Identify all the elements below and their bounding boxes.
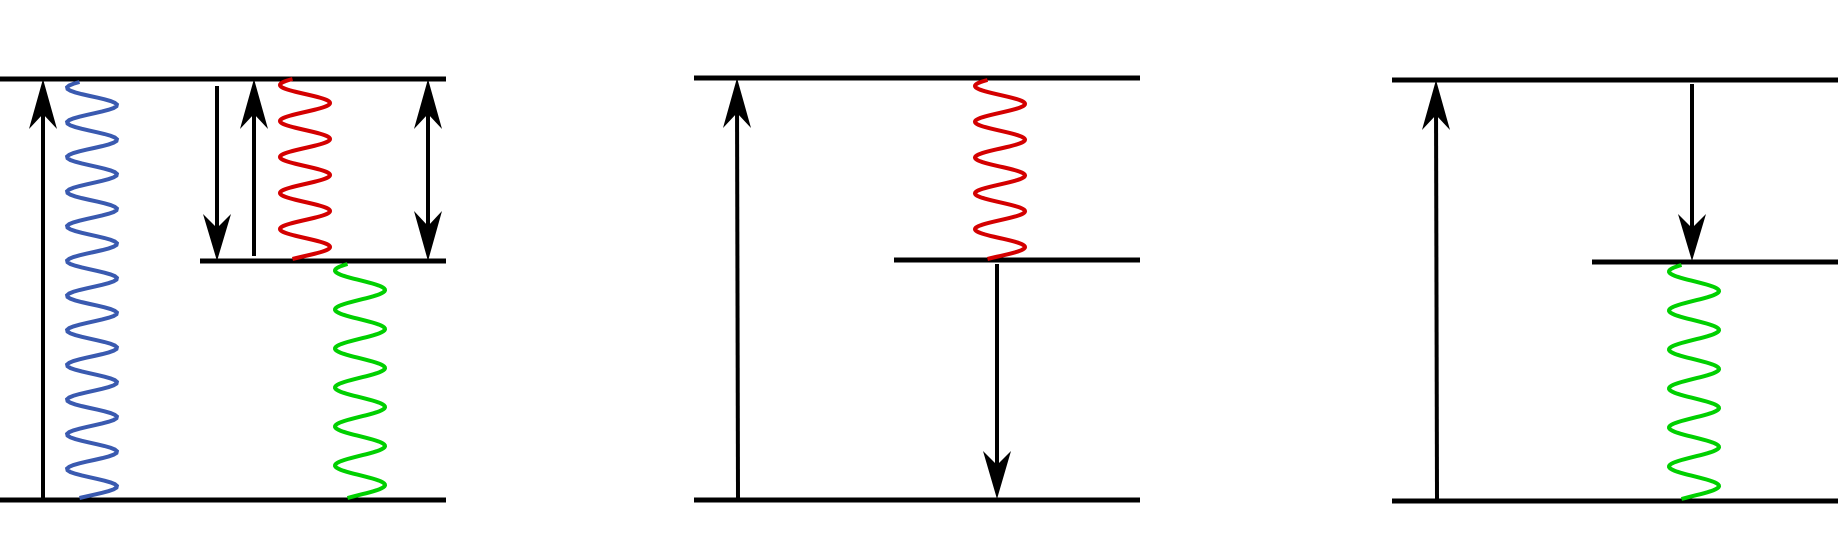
absorption-arrow-head — [1422, 80, 1450, 130]
absorption-arrow-head — [29, 79, 57, 129]
double-arrow-head-up — [414, 79, 442, 129]
green-photon-wave — [332, 262, 388, 500]
absorption-arrow-head — [723, 78, 751, 128]
three-level-diagram-red-emission — [694, 75, 1140, 503]
absorption-arrow — [735, 99, 740, 499]
red-photon-wave — [972, 78, 1028, 261]
decay-arrow-head — [983, 451, 1011, 499]
pump-arrow-head — [240, 79, 268, 129]
green-photon-wave — [1666, 263, 1722, 501]
absorption-arrow — [1434, 101, 1439, 500]
three-level-diagram-full — [0, 76, 446, 503]
red-photon-wave — [277, 77, 333, 261]
decay-arrow-head — [203, 214, 231, 261]
double-arrow-head-down — [414, 211, 442, 261]
three-level-diagram-green-emission — [1392, 77, 1838, 504]
decay-arrow-head — [1678, 214, 1706, 261]
blue-photon-wave — [64, 80, 120, 500]
